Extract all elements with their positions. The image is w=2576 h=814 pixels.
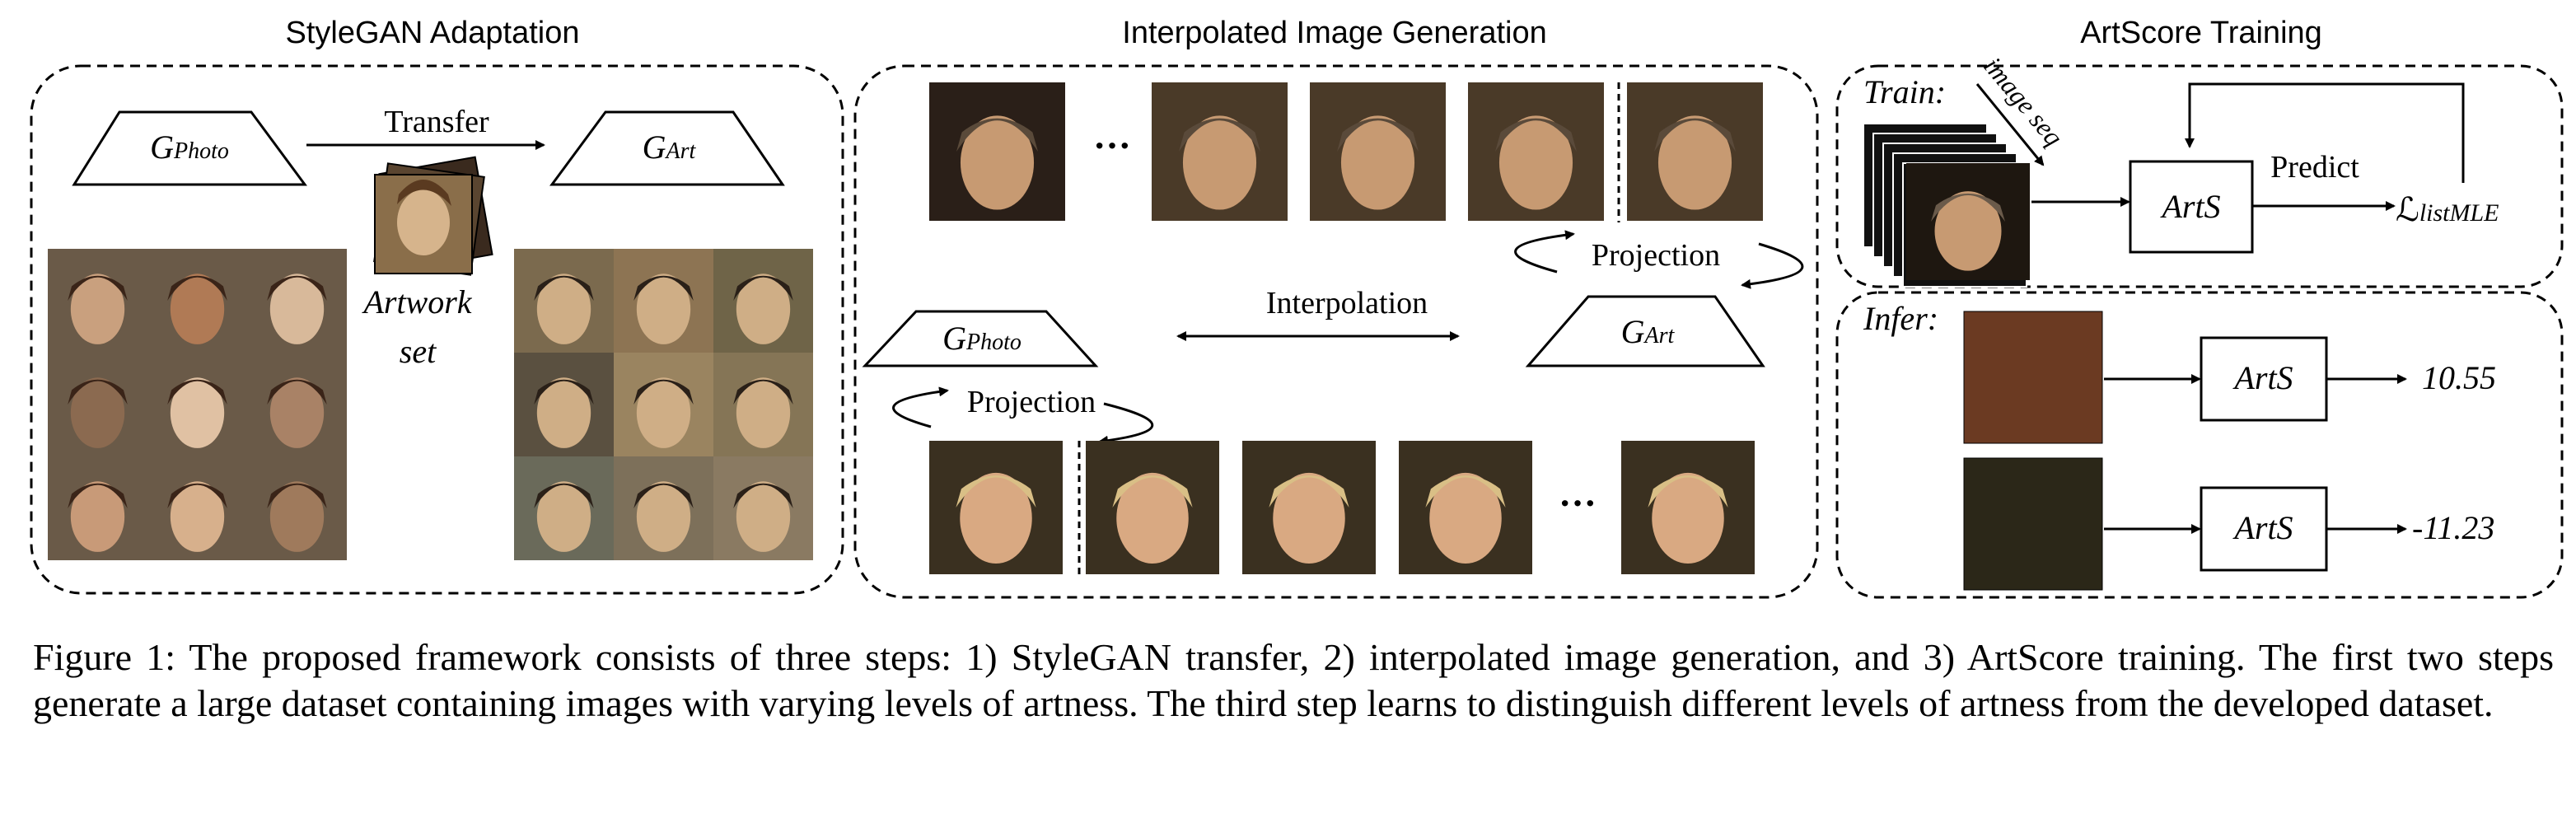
photo-face-5 xyxy=(147,353,247,456)
g-art-label: G xyxy=(643,129,666,166)
svg-text:GArt: GArt xyxy=(643,129,697,166)
top-portrait-5 xyxy=(1627,82,1763,221)
arts-train-label: ArtS xyxy=(2159,188,2220,225)
svg-text:GArt: GArt xyxy=(1621,313,1676,350)
infer-label: Infer: xyxy=(1863,300,1938,337)
art-face-9 xyxy=(713,456,813,560)
infer-panel xyxy=(1835,291,2564,599)
photo-face-6 xyxy=(247,353,347,456)
section-title-adaptation: StyleGAN Adaptation xyxy=(286,16,580,50)
image-seq-arrow xyxy=(1975,83,2045,166)
top-portrait-row xyxy=(929,82,1763,221)
svg-text:GPhoto: GPhoto xyxy=(150,129,229,166)
arts-train-box xyxy=(2129,160,2254,254)
projection-label-bottom: Projection xyxy=(967,385,1096,419)
predict-label: Predict xyxy=(2270,150,2359,185)
photo-face-3 xyxy=(247,249,347,353)
art-face-4 xyxy=(514,353,614,456)
photo-face-9 xyxy=(247,456,347,560)
bottom-portrait-3 xyxy=(1242,441,1376,574)
svg-text:ℒlistMLE: ℒlistMLE xyxy=(2396,191,2499,228)
photo-face-1 xyxy=(48,249,147,353)
artwork-set-label-1: Artwork xyxy=(361,283,472,320)
bottom-portrait-5 xyxy=(1621,441,1755,574)
loss-subscript: listMLE xyxy=(2419,199,2499,227)
photo-face-2 xyxy=(147,249,247,353)
train-label: Train: xyxy=(1863,73,1946,110)
arts-infer-label-1: ArtS xyxy=(2232,359,2293,396)
feedback-arrow xyxy=(2185,82,2465,183)
g-photo-subscript: Photo xyxy=(173,138,229,164)
top-ellipsis: ··· xyxy=(1093,124,1131,166)
g-photo-label: G xyxy=(150,129,174,166)
interp-g-photo-label: G xyxy=(942,320,966,357)
photo-face-7 xyxy=(48,456,147,560)
top-portrait-4 xyxy=(1468,82,1604,221)
section-title-artscore: ArtScore Training xyxy=(2080,16,2322,50)
adaptation-panel xyxy=(30,64,844,595)
interpolation-panel xyxy=(853,64,1819,599)
art-face-7 xyxy=(514,456,614,560)
art-face-1 xyxy=(514,249,614,353)
figure-caption: Figure 1: The proposed framework consist… xyxy=(33,636,2554,724)
loss-symbol: ℒ xyxy=(2396,191,2419,228)
svg-text:GPhoto: GPhoto xyxy=(942,320,1022,357)
top-portrait-3 xyxy=(1310,82,1446,221)
art-face-2 xyxy=(614,249,713,353)
framework-diagram: StyleGAN Adaptation GPhoto Transfer GArt… xyxy=(30,16,2564,599)
top-portrait-2 xyxy=(1152,82,1288,221)
bottom-portrait-1 xyxy=(929,441,1063,574)
stack-front-portrait xyxy=(1906,163,2030,280)
g-art-subscript: Art xyxy=(665,138,697,164)
projection-loop-bottom-left xyxy=(892,386,949,428)
photo-face-4 xyxy=(48,353,147,456)
art-face-3 xyxy=(713,249,813,353)
interp-g-art-label: G xyxy=(1621,313,1645,350)
interp-g-art-subscript: Art xyxy=(1643,323,1676,349)
artwork-set-label-2: set xyxy=(400,333,437,370)
top-portrait-1 xyxy=(929,82,1065,221)
arts-infer-box-2 xyxy=(2200,486,2328,572)
interp-g-photo-block: GPhoto xyxy=(862,310,1099,367)
score-2: -11.23 xyxy=(2412,509,2494,546)
section-title-interpolation: Interpolated Image Generation xyxy=(1122,16,1546,50)
bottom-portrait-4 xyxy=(1399,441,1532,574)
art-face-grid xyxy=(514,249,813,560)
projection-loop-top-left xyxy=(1514,230,1575,274)
infer-image-2 xyxy=(1963,457,2103,591)
score-1: 10.55 xyxy=(2422,359,2496,396)
projection-loop-top-right xyxy=(1741,242,1804,289)
projection-loop-bottom-right xyxy=(1098,402,1154,446)
photo-face-grid xyxy=(48,249,347,560)
train-panel xyxy=(1835,64,2564,288)
photo-face-8 xyxy=(147,456,247,560)
transfer-label: Transfer xyxy=(384,105,489,139)
g-photo-block: GPhoto xyxy=(72,110,307,186)
projection-label-top: Projection xyxy=(1592,238,1720,273)
art-face-6 xyxy=(713,353,813,456)
bottom-ellipsis: ··· xyxy=(1559,482,1597,524)
artwork-set-stack xyxy=(373,156,493,276)
interpolation-label: Interpolation xyxy=(1266,286,1428,320)
g-art-block: GArt xyxy=(549,110,785,186)
arts-infer-label-2: ArtS xyxy=(2232,509,2293,546)
art-face-8 xyxy=(614,456,713,560)
interp-g-art-block: GArt xyxy=(1525,295,1765,367)
infer-image-1 xyxy=(1963,311,2103,444)
bottom-portrait-2 xyxy=(1086,441,1219,574)
bottom-portrait-row xyxy=(929,441,1755,574)
image-seq-stack xyxy=(1863,123,2030,288)
interp-g-photo-subscript: Photo xyxy=(965,330,1022,355)
art-face-5 xyxy=(614,353,713,456)
